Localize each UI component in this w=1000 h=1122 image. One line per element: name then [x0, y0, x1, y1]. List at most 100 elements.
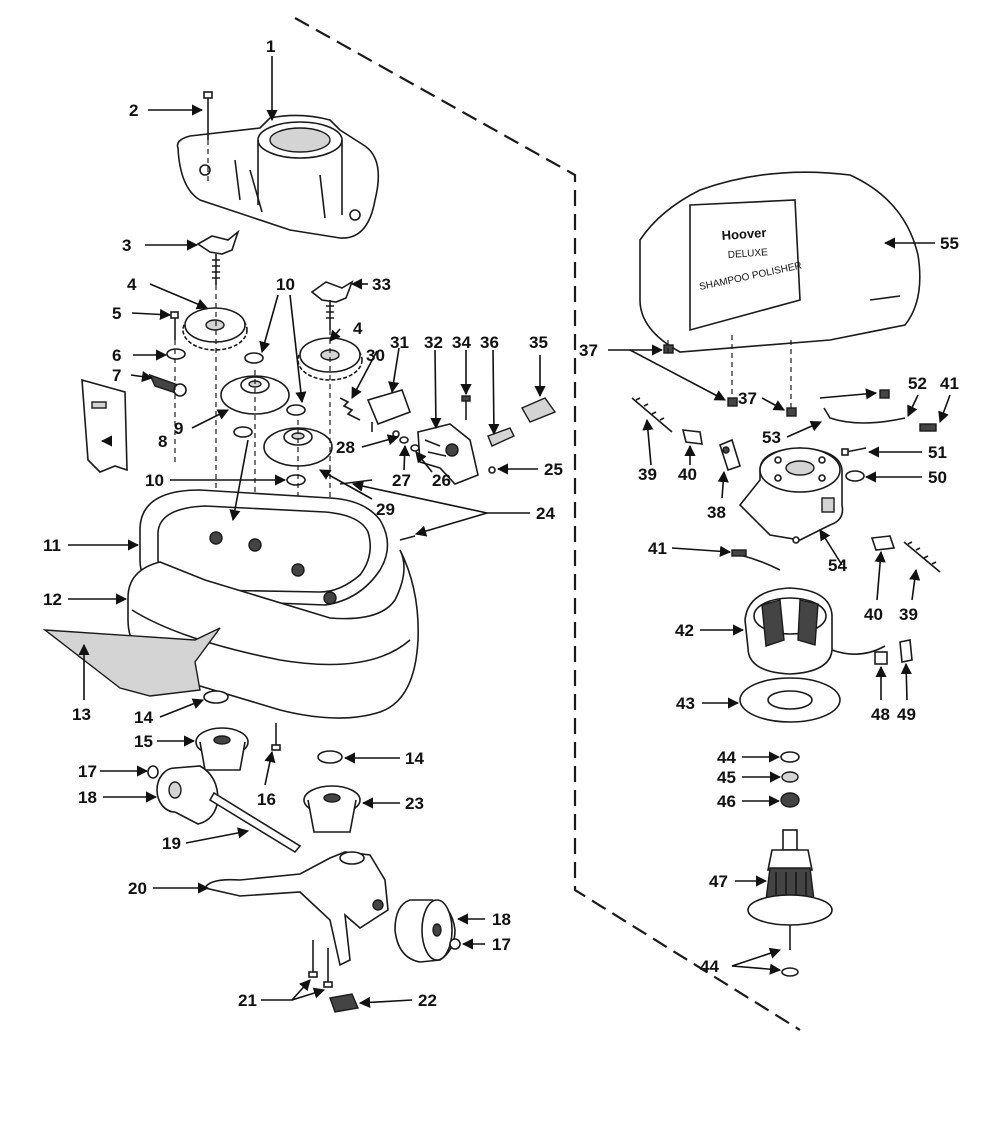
callout-15: 15	[134, 732, 153, 751]
callout-37-left: 37	[579, 341, 598, 360]
callout-50: 50	[928, 468, 947, 487]
callout-55: 55	[940, 234, 959, 253]
part-washers-10	[233, 352, 306, 486]
part-clip-17-right	[449, 938, 461, 950]
callout-33: 33	[372, 275, 391, 294]
part-wheel-18-left	[156, 765, 219, 825]
callout-47: 47	[709, 872, 728, 891]
part-washers-44-45-46	[780, 751, 800, 808]
part-spring-39-left	[631, 397, 673, 433]
callout-17-left: 17	[78, 762, 97, 781]
part-motor-frame-54	[738, 447, 844, 544]
callout-5: 5	[112, 304, 121, 323]
callout-49: 49	[897, 705, 916, 724]
callout-46: 46	[717, 792, 736, 811]
part-armature-47	[747, 829, 833, 977]
callout-21: 21	[238, 991, 257, 1010]
part-base-shell-12	[127, 549, 419, 719]
part-fiber-washer-43	[739, 677, 841, 723]
part-lever-36	[487, 427, 515, 447]
callout-43: 43	[676, 694, 695, 713]
callout-19: 19	[162, 834, 181, 853]
callout-45: 45	[717, 768, 736, 787]
cover-model-line1: DELUXE	[727, 247, 768, 261]
callout-25: 25	[544, 460, 563, 479]
callout-14-right: 14	[405, 749, 424, 768]
callout-12: 12	[43, 590, 62, 609]
part-screw-2	[203, 91, 213, 185]
part-screw-34	[461, 395, 471, 420]
part-gear-9	[220, 375, 290, 415]
callout-28: 28	[336, 438, 355, 457]
callout-18-left: 18	[78, 788, 97, 807]
callout-13: 13	[72, 705, 91, 724]
part-washer-14-right	[317, 750, 343, 764]
callout-26: 26	[432, 471, 451, 490]
part-lead-52-53	[823, 407, 937, 432]
callout-54: 54	[828, 556, 847, 575]
part-motor-cover-55: Hoover DELUXE SHAMPOO POLISHER	[639, 171, 921, 353]
part-washer-14-left	[203, 690, 229, 704]
callout-4-right: 4	[353, 319, 363, 338]
part-bracket-8	[81, 378, 128, 473]
callout-10-top: 10	[276, 275, 295, 294]
part-knob-35	[521, 397, 557, 423]
callout-39-right: 39	[899, 605, 918, 624]
part-axle-19	[208, 791, 302, 854]
part-screw-16	[271, 723, 281, 751]
callout-17-right: 17	[492, 935, 511, 954]
part-spider-nut-33	[310, 280, 354, 330]
part-connector-41-lower	[731, 549, 747, 557]
callout-3: 3	[122, 236, 131, 255]
callout-53: 53	[762, 428, 781, 447]
part-brush-drive-23	[303, 785, 361, 833]
callout-6: 6	[112, 346, 121, 365]
cover-brand-text: Hoover	[721, 225, 767, 243]
callout-51: 51	[928, 443, 947, 462]
callout-38: 38	[707, 503, 726, 522]
callout-4-left: 4	[127, 275, 137, 294]
callout-24: 24	[536, 504, 555, 523]
part-screws-21	[308, 940, 333, 988]
callout-40-left: 40	[678, 465, 697, 484]
callout-44-bottom: 44	[700, 957, 719, 976]
part-brush-holder-38	[719, 438, 741, 472]
callout-8: 8	[158, 432, 167, 451]
callout-20: 20	[128, 879, 147, 898]
part-brush-40-right	[870, 535, 896, 551]
part-washer-6	[166, 348, 186, 360]
callout-10-bottom: 10	[145, 471, 164, 490]
callout-30: 30	[366, 346, 385, 365]
callout-2: 2	[129, 101, 138, 120]
assembly-dashed-line	[294, 17, 801, 1031]
part-spring-39-right	[903, 541, 941, 573]
part-washer-50	[845, 470, 865, 482]
part-spider-nut-3	[196, 229, 240, 285]
callout-41-lower: 41	[648, 539, 667, 558]
part-pin-7	[148, 373, 187, 397]
callout-18-right: 18	[492, 910, 511, 929]
callout-32: 32	[424, 333, 443, 352]
part-rear-frame-20	[203, 851, 389, 967]
callout-7: 7	[112, 366, 121, 385]
callout-42: 42	[675, 621, 694, 640]
callout-11: 11	[43, 536, 61, 555]
callout-39-left: 39	[638, 465, 657, 484]
leader-lines	[68, 56, 951, 1009]
part-wheel-18-right	[394, 899, 456, 963]
part-brush-drive-15	[195, 727, 249, 771]
callout-31: 31	[390, 333, 409, 352]
callout-29: 29	[376, 500, 395, 519]
part-small-26-27-28	[392, 430, 496, 474]
callout-16: 16	[257, 790, 276, 809]
callout-40-right: 40	[864, 605, 883, 624]
callout-22: 22	[418, 991, 437, 1010]
callout-1: 1	[266, 37, 275, 56]
part-motor-mount	[176, 114, 380, 239]
callout-44-top: 44	[717, 748, 736, 767]
part-spring-30	[339, 397, 361, 421]
callout-27: 27	[392, 471, 411, 490]
callout-labels: 1 2 3 4 4 5 6 7 8 9 10 10 11 12 13 14 14…	[43, 37, 959, 1010]
